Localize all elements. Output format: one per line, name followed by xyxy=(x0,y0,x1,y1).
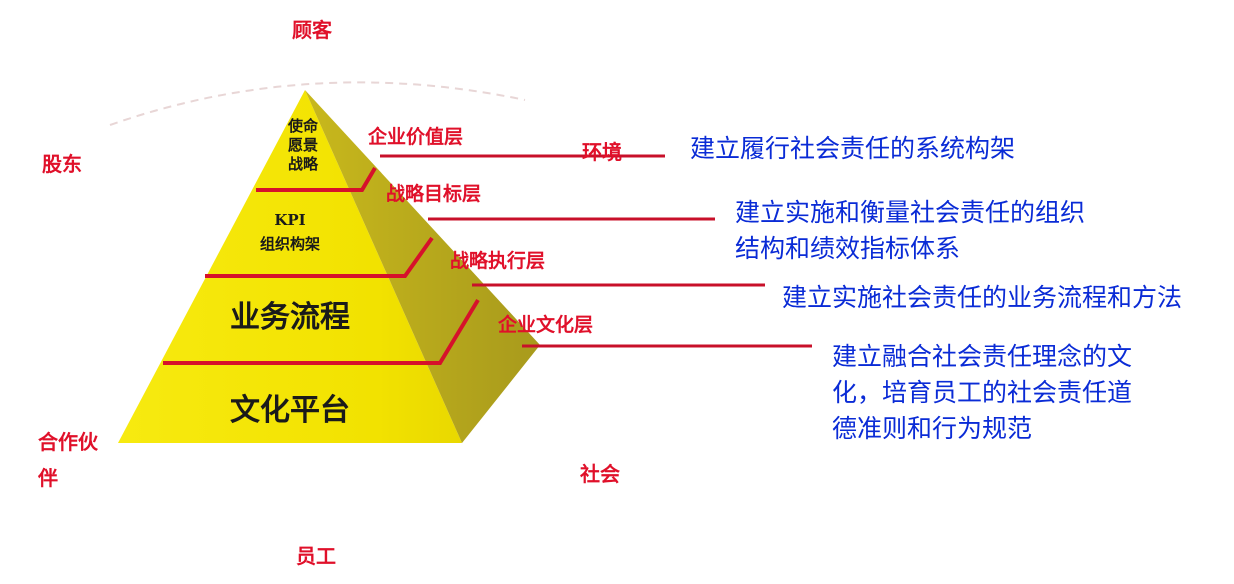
tier-1-line-2: 愿景 xyxy=(287,136,318,154)
layer-description-2-line-1: 建立实施和衡量社会责任的组织 xyxy=(735,198,1086,227)
stakeholder-partner-line1: 合作伙 xyxy=(38,430,98,454)
tier-divider-3 xyxy=(163,298,480,365)
layer-label-strategic-goal: 战略目标层 xyxy=(386,183,482,205)
layer-description-2-line-2: 结构和绩效指标体系 xyxy=(735,234,961,263)
layer-label-strategic-execution: 战略执行层 xyxy=(450,250,546,272)
background-arc xyxy=(109,81,526,126)
tier-4-label: 文化平台 xyxy=(230,393,350,428)
stakeholder-society: 社会 xyxy=(580,462,620,486)
layer-description-3-line-1: 建立实施社会责任的业务流程和方法 xyxy=(782,283,1183,312)
layer-label-value: 企业价值层 xyxy=(368,126,464,148)
tier-2-line-1: KPI xyxy=(274,211,306,229)
layer-description-1-line-1: 建立履行社会责任的系统构架 xyxy=(690,134,1016,163)
stakeholder-shareholder: 股东 xyxy=(42,152,82,176)
layer-description-1: 建立履行社会责任的系统构架 xyxy=(690,131,1015,167)
layer-description-3: 建立实施社会责任的业务流程和方法 xyxy=(782,280,1182,316)
layer-label-culture: 企业文化层 xyxy=(498,314,594,336)
layer-description-4-line-2: 化，培育员工的社会责任道 xyxy=(832,378,1133,407)
tier-divider-1 xyxy=(256,166,377,192)
tier-1-line-1: 使命 xyxy=(287,117,318,135)
tier-3-label: 业务流程 xyxy=(230,300,350,335)
tier-1-label: 使命 愿景 战略 xyxy=(268,117,338,174)
pyramid-side-face xyxy=(305,90,540,443)
stakeholder-environment: 环境 xyxy=(582,140,622,164)
tier-2-line-2: 组织构架 xyxy=(259,235,320,253)
tier-1-line-3: 战略 xyxy=(287,155,318,173)
pyramid-front-face xyxy=(118,90,462,443)
stakeholder-partner-line2: 伴 xyxy=(38,466,58,490)
layer-description-4-line-1: 建立融合社会责任理念的文 xyxy=(832,342,1133,371)
stakeholder-employee: 员工 xyxy=(296,544,336,568)
layer-description-4: 建立融合社会责任理念的文 化，培育员工的社会责任道 德准则和行为规范 xyxy=(832,339,1132,447)
tier-2-label: KPI 组织构架 xyxy=(235,208,345,256)
layer-description-2: 建立实施和衡量社会责任的组织 结构和绩效指标体系 xyxy=(735,195,1085,267)
layer-description-4-line-3: 德准则和行为规范 xyxy=(832,414,1033,443)
stakeholder-customer: 顾客 xyxy=(292,18,332,42)
tier-divider-2 xyxy=(205,236,434,278)
